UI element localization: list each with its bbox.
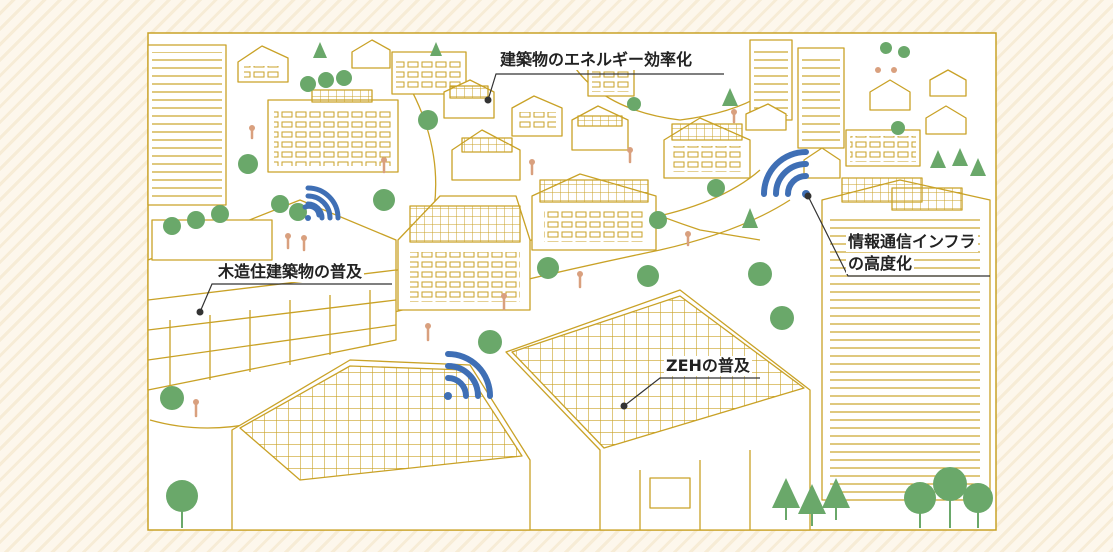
person (875, 67, 881, 73)
label-zeh: ZEHの普及 (664, 356, 752, 376)
tree (373, 189, 395, 211)
wifi-signal-icon (444, 351, 493, 400)
label-wooden-building: 木造住建築物の普及 (216, 262, 365, 282)
wifi-signal-icon (302, 185, 341, 221)
tree (722, 88, 738, 106)
person (731, 109, 737, 115)
person (381, 157, 387, 163)
tree (933, 467, 967, 501)
tree (336, 70, 352, 86)
person (685, 231, 691, 237)
tree (880, 42, 892, 54)
callout-dot (196, 308, 204, 316)
callout-dots (196, 96, 812, 410)
tree (313, 42, 327, 58)
person (425, 323, 431, 329)
tree (930, 150, 946, 168)
house-small (237, 45, 289, 83)
house-small (351, 39, 391, 69)
tree (798, 484, 826, 514)
apartment-right-top (587, 65, 635, 97)
tree (418, 110, 438, 130)
house-efficiency (443, 79, 495, 119)
callout-line (487, 73, 724, 101)
tree (271, 195, 289, 213)
tree (160, 386, 184, 410)
tree (770, 306, 794, 330)
tree (238, 154, 258, 174)
tree (707, 179, 725, 197)
tree (430, 42, 442, 56)
tree (904, 482, 936, 514)
label-infra-line1: 情報通信インフラ (846, 232, 978, 252)
apartment-right-mid (845, 129, 921, 167)
tree (211, 205, 229, 223)
callout-line (807, 195, 990, 277)
callout-line (199, 283, 392, 313)
person (249, 125, 255, 131)
person (529, 159, 535, 165)
tree (649, 211, 667, 229)
label-infra-line2: の高度化 (846, 254, 915, 274)
tower-twin (749, 39, 845, 149)
callout-dot (804, 192, 812, 200)
callout-line (623, 377, 760, 407)
label-energy-efficiency: 建築物のエネルギー効率化 (498, 50, 695, 70)
zeh-house-main (505, 289, 811, 531)
house-center-right (531, 173, 657, 251)
tree (891, 121, 905, 135)
house-center-large (397, 195, 531, 311)
wooden-building (147, 199, 397, 391)
people (193, 67, 897, 405)
tree (742, 208, 758, 228)
callout-lines (199, 73, 990, 407)
tree (187, 211, 205, 229)
callout-dot (484, 96, 492, 104)
tree (748, 262, 772, 286)
tree (166, 480, 198, 512)
tree (300, 76, 316, 92)
tower-top-left (147, 44, 227, 206)
tree (963, 483, 993, 513)
tree (970, 158, 986, 176)
house-row (571, 105, 629, 151)
tower-right (821, 177, 991, 501)
person (577, 271, 583, 277)
tree (478, 330, 502, 354)
person (193, 399, 199, 405)
tree (637, 265, 659, 287)
apartment-solar (267, 89, 399, 173)
house-right (745, 69, 967, 135)
callout-dot (620, 402, 628, 410)
person (501, 293, 507, 299)
person (627, 147, 633, 153)
tree (822, 478, 850, 508)
trees (160, 42, 993, 514)
tree (289, 203, 307, 221)
tree (163, 217, 181, 235)
person (301, 235, 307, 241)
house-row (663, 117, 751, 179)
house-row (511, 95, 563, 137)
tree (952, 148, 968, 166)
tree (318, 72, 334, 88)
tree (898, 46, 910, 58)
tree (627, 97, 641, 111)
person (285, 233, 291, 239)
tree (537, 257, 559, 279)
tree (772, 478, 800, 508)
person (891, 67, 897, 73)
house-row (451, 129, 521, 181)
